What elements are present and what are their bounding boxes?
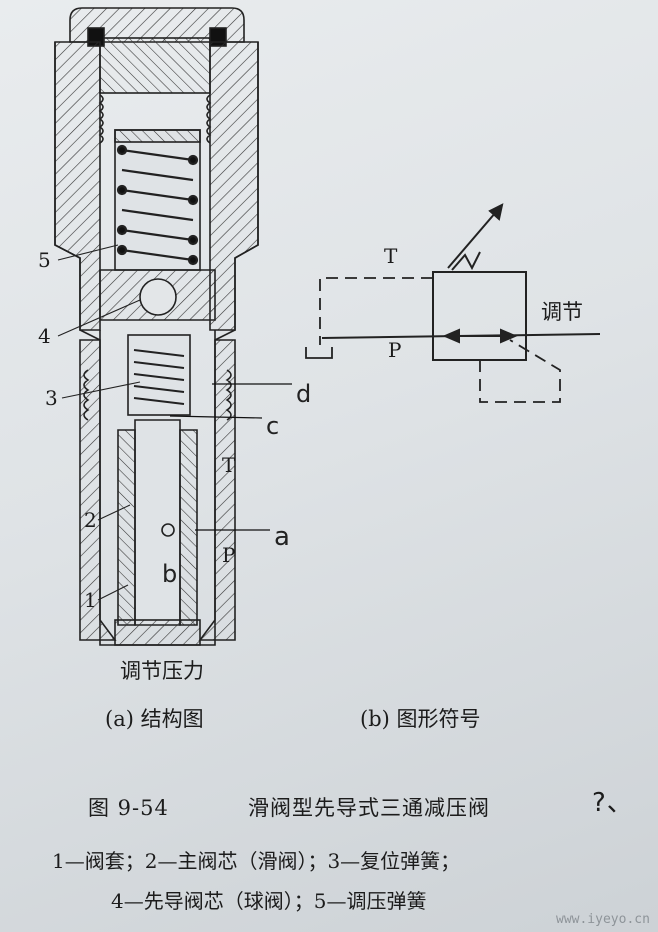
part-label-1: 1	[84, 588, 97, 612]
symbol-port-P: P	[388, 338, 402, 362]
legend-line-1: 1—阀套；2—主阀芯（滑阀）；3—复位弹簧；	[52, 849, 461, 873]
hand-mark-b: b	[162, 560, 178, 588]
handwritten-question-mark: ?、	[592, 788, 634, 818]
pilot-ball	[139, 278, 177, 316]
part-label-4: 4	[38, 324, 51, 348]
subcaption-a: (a) 结构图	[105, 707, 204, 731]
port-label-P: P	[222, 543, 236, 567]
part-label-5: 5	[38, 248, 51, 272]
watermark: www.iyeyo.cn	[556, 912, 650, 927]
part-leaders	[57, 244, 141, 601]
figure-number: 图 9-54	[88, 796, 169, 820]
symbol-adjust-label: 调节	[541, 300, 583, 324]
graphic-symbol	[305, 203, 601, 403]
legend-line-2: 4—先导阀芯（球阀）；5—调压弹簧	[111, 889, 427, 913]
part-label-2: 2	[84, 508, 97, 532]
adjust-pressure-label: 调节压力	[120, 659, 204, 683]
valve-section-drawing	[54, 7, 259, 646]
symbol-port-T: T	[384, 244, 398, 268]
port-label-T: T	[222, 453, 236, 477]
hand-mark-lines	[169, 383, 292, 531]
figure-title: 滑阀型先导式三通减压阀	[248, 796, 490, 820]
hand-mark-a: a	[274, 522, 290, 552]
hand-mark-c: c	[266, 412, 280, 440]
part-label-3: 3	[45, 386, 58, 410]
symbol-valve-box	[432, 271, 527, 361]
hand-mark-d: d	[296, 380, 312, 408]
subcaption-b: (b) 图形符号	[360, 707, 481, 731]
